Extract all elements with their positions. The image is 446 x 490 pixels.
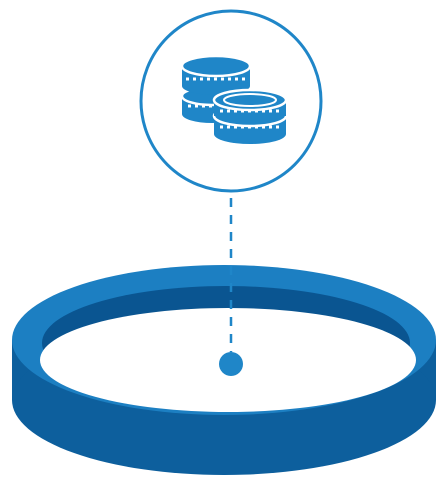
anchor-dot — [219, 352, 243, 376]
coin-stack-front — [214, 90, 286, 144]
